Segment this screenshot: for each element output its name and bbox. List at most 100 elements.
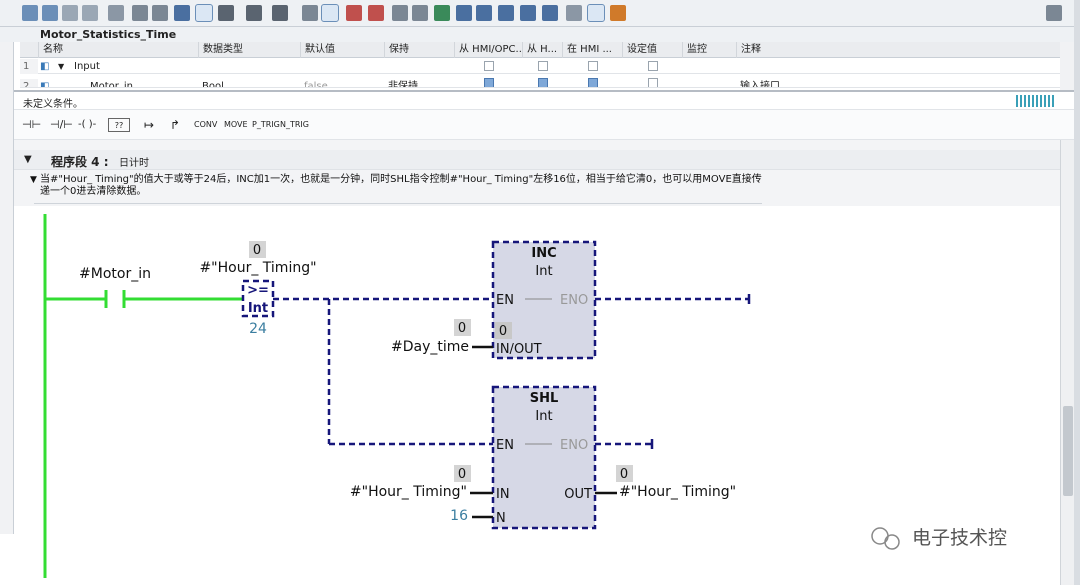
checkbox[interactable] [538,78,548,87]
list-icon[interactable] [152,5,168,21]
compare-value-box [249,241,266,258]
network-icon[interactable] [62,5,78,21]
comment-toggle-icon[interactable] [195,4,213,22]
inc-inout-tag[interactable]: #Day_time [391,339,469,355]
input-section-icon: ◧ [40,61,50,72]
network-header[interactable]: ▼ 程序段 4 : 日计时 [14,150,1060,170]
shl-in-tag[interactable]: #"Hour_ Timing" [350,484,467,500]
coil-button[interactable]: -( )- [78,119,97,130]
network-icon[interactable] [82,5,98,21]
column-header[interactable]: 名称 [38,42,168,58]
column-header[interactable]: 数据类型 [198,42,298,58]
network-comment[interactable]: ▼ 当#"Hour_ Timing"的值大于或等于24后，INC加1一次，也就是… [30,174,762,204]
shl-n-value[interactable]: 16 [450,508,468,524]
format-icon[interactable] [218,5,234,21]
column-header[interactable]: 设定值 [622,42,682,58]
empty-box-button[interactable]: ?? [108,118,130,132]
compare-operator: >= [247,283,269,298]
compare-contact[interactable] [241,279,275,318]
delete-network-icon[interactable] [42,5,58,21]
checkbox[interactable] [648,78,658,87]
checkbox[interactable] [588,61,598,71]
checkbox[interactable] [484,78,494,87]
left-scrollbar[interactable] [0,42,14,534]
arrow-icon[interactable] [476,5,492,21]
close-branch-button[interactable]: ↱ [169,118,181,132]
default-value[interactable]: false [304,81,328,88]
format-icon[interactable] [246,5,262,21]
compare-tag[interactable]: #"Hour_ Timing" [199,260,316,276]
compare-operand2[interactable]: 24 [249,321,267,337]
collapse-arrow-icon[interactable]: ▼ [30,175,37,185]
arrow-icon[interactable] [456,5,472,21]
scrollbar-thumb[interactable] [1063,406,1073,496]
collapse-arrow-icon[interactable]: ▼ [58,62,65,71]
condition-bar: 未定义条件。 [14,90,1074,110]
inc-inout-pin: IN/OUT [496,342,542,357]
ladder-network: #Motor_in 0 #"Hour_ Timing" >= Int 24 IN… [14,206,1060,585]
table-row[interactable]: 1 ◧ ▼ Input [20,59,1060,74]
insert-network-icon[interactable] [22,5,38,21]
move-button[interactable]: MOVE [224,120,248,129]
column-header[interactable]: 从 HMI/OPC... [454,42,522,58]
favorite-icon[interactable] [368,5,384,21]
monitor-icon[interactable] [587,4,605,22]
view-icon[interactable] [174,5,190,21]
ladder-diagram: #Motor_in 0 #"Hour_ Timing" >= Int 24 IN… [43,214,1007,578]
shl-out-value: 0 [620,467,628,482]
list-icon[interactable] [302,5,318,21]
comment-value[interactable]: 输入接口 [740,81,780,88]
arrow-icon[interactable] [498,5,514,21]
favorite-icon[interactable] [346,5,362,21]
nc-contact-button[interactable]: ⊣/⊢ [50,118,73,131]
variable-name[interactable]: Motor_in [90,81,134,88]
list-icon[interactable] [132,5,148,21]
compare-type: Int [248,301,268,316]
column-header[interactable]: 保持 [384,42,454,58]
data-type[interactable]: Bool [202,81,224,88]
shl-out-tag[interactable]: #"Hour_ Timing" [619,484,736,500]
edit-icon[interactable] [321,4,339,22]
retain-value[interactable]: 非保持 [388,81,418,88]
comment-text: 当#"Hour_ Timing"的值大于或等于24后，INC加1一次，也就是一分… [40,174,762,197]
lock-icon[interactable] [610,5,626,21]
checkbox[interactable] [538,61,548,71]
column-header[interactable]: 监控 [682,42,736,58]
window-icon[interactable] [1046,5,1062,21]
shl-block[interactable] [491,385,597,530]
contact-tag[interactable]: #Motor_in [79,266,151,282]
column-header[interactable]: 注释 [736,42,936,58]
editor-toolbar [0,0,1080,27]
shl-out-pin: OUT [564,487,592,502]
monitor-icon[interactable] [566,5,582,21]
shl-in-pin: IN [496,487,510,502]
checkbox[interactable] [484,61,494,71]
arrow-icon[interactable] [520,5,536,21]
tag-icon[interactable] [392,5,408,21]
n-trig-button[interactable]: N_TRIG [280,120,309,129]
open-branch-button[interactable]: ↦ [143,118,155,132]
conv-button[interactable]: CONV [194,120,218,129]
column-header[interactable]: 在 HMI ... [562,42,622,58]
column-header[interactable]: 从 H... [522,42,562,58]
format-icon[interactable] [272,5,288,21]
p-trig-button[interactable]: P_TRIG [252,120,280,129]
collapse-arrow-icon[interactable]: ▼ [24,154,32,165]
table-row[interactable]: 2 ◧ Motor_in Bool false 非保持 输入接口 [20,74,1060,88]
program-icon[interactable] [108,5,124,21]
column-header[interactable]: 默认值 [300,42,382,58]
arrow-icon[interactable] [434,5,450,21]
checkbox[interactable] [648,61,658,71]
interface-scrollbar[interactable] [1060,42,1074,90]
variable-name[interactable]: Input [74,61,100,72]
arrow-icon[interactable] [542,5,558,21]
no-contact-button[interactable]: ⊣⊢ [22,118,42,131]
inc-inout-box [454,319,471,336]
checkbox[interactable] [588,78,598,87]
editor-scrollbar[interactable] [1060,140,1074,585]
variable-icon: ◧ [40,81,50,88]
tag-icon[interactable] [412,5,428,21]
wechat-icon [884,534,900,550]
inc-inout-value: 0 [458,321,466,336]
network-title[interactable]: 日计时 [119,158,149,169]
